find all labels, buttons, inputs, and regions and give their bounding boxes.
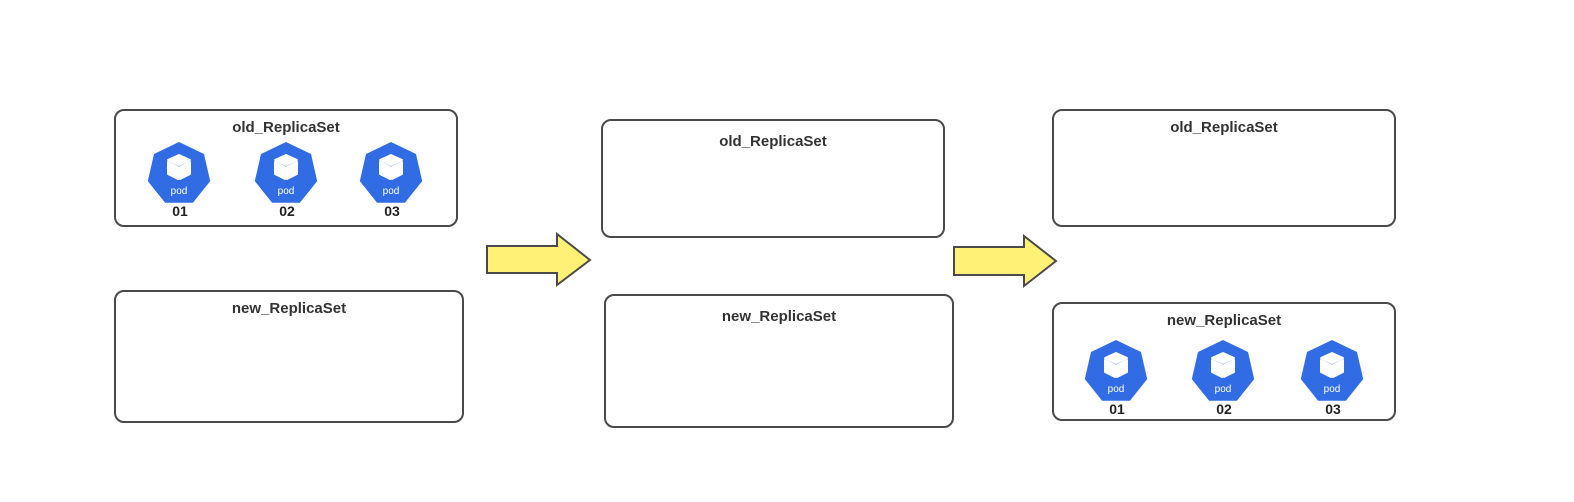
pod: pod 02: [253, 141, 321, 219]
pod-icon: pod: [359, 142, 423, 203]
right-arrow-icon: [953, 234, 1058, 289]
right-arrow-icon: [486, 232, 592, 288]
pod-number: 03: [1325, 401, 1341, 417]
pod-label: pod: [171, 186, 188, 197]
replicaset-title: old_ReplicaSet: [1170, 119, 1278, 136]
stage1-new-replicaset: new_ReplicaSet: [114, 290, 464, 423]
pod-icon: pod: [1300, 340, 1364, 401]
pod-label: pod: [1215, 384, 1232, 395]
pod-number: 02: [279, 203, 295, 219]
replicaset-title: old_ReplicaSet: [719, 133, 827, 150]
pod-icon: pod: [147, 142, 211, 203]
pod-label: pod: [1324, 384, 1341, 395]
pod: pod 01: [1083, 339, 1151, 417]
replicaset-title: new_ReplicaSet: [721, 308, 837, 325]
pod: pod 03: [358, 141, 426, 219]
replicaset-title: new_ReplicaSet: [231, 300, 347, 317]
pod: pod 01: [146, 141, 214, 219]
pod-icon: pod: [1084, 340, 1148, 401]
replicaset-title: old_ReplicaSet: [232, 119, 340, 136]
pod-label: pod: [278, 186, 295, 197]
pod-label: pod: [383, 186, 400, 197]
pod: pod 03: [1299, 339, 1367, 417]
stage2-old-replicaset: old_ReplicaSet: [601, 119, 945, 238]
pod: pod 02: [1190, 339, 1258, 417]
replicaset-title: new_ReplicaSet: [1166, 312, 1282, 329]
pod-number: 01: [172, 203, 188, 219]
stage2-new-replicaset: new_ReplicaSet: [604, 294, 954, 428]
pod-number: 02: [1216, 401, 1232, 417]
pod-number: 01: [1109, 401, 1125, 417]
stage3-old-replicaset: old_ReplicaSet: [1052, 109, 1396, 227]
pod-label: pod: [1108, 384, 1125, 395]
pod-icon: pod: [1191, 340, 1255, 401]
pod-icon: pod: [254, 142, 318, 203]
pod-number: 03: [384, 203, 400, 219]
